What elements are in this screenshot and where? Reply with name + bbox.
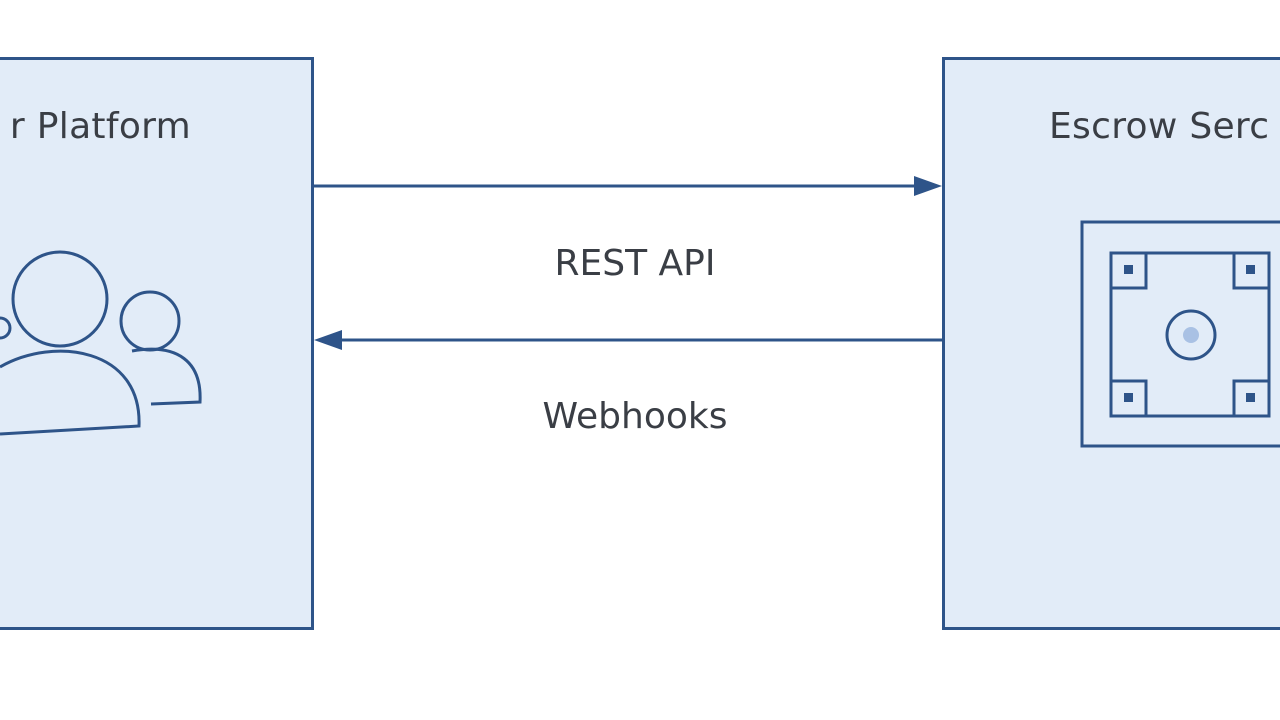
- webhooks-arrow: [314, 330, 942, 350]
- escrow-service-title: Escrow Serc: [1049, 106, 1270, 147]
- rest-api-arrow: [314, 176, 942, 196]
- vault-safe-icon: [1080, 220, 1280, 448]
- rest-api-label: REST API: [554, 243, 716, 284]
- platform-node: r Platform: [0, 57, 314, 630]
- users-group-icon: [0, 250, 202, 436]
- webhooks-label: Webhooks: [542, 396, 728, 437]
- platform-title: r Platform: [9, 106, 191, 147]
